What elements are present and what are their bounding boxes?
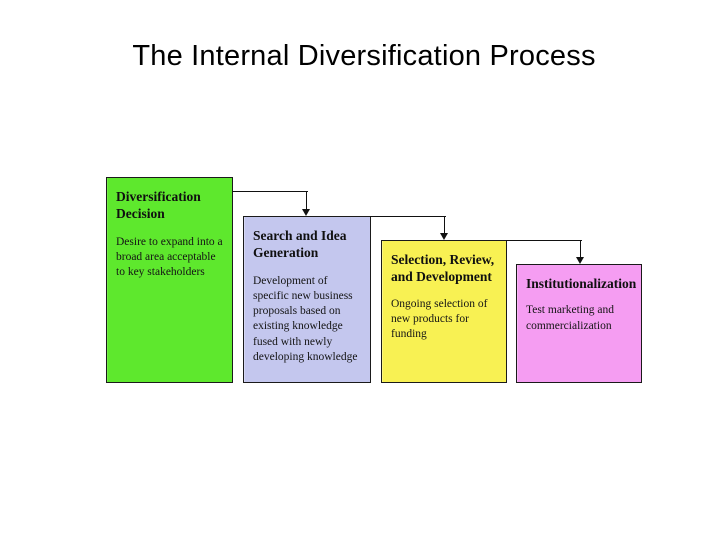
process-stage-search-and-idea-generation[interactable]: Search and Idea Generation Development o… <box>243 216 371 383</box>
connector-vertical-segment <box>580 240 581 258</box>
stage-title: Diversification Decision <box>116 189 201 222</box>
stage-title: Search and Idea Generation <box>253 228 347 261</box>
arrowhead-down-icon <box>440 233 448 240</box>
process-stage-institutionalization[interactable]: Institutionalization Test marketing and … <box>516 264 642 383</box>
connector-vertical-segment <box>306 191 307 210</box>
connector-vertical-segment <box>444 216 445 234</box>
stage-body: Desire to expand into a broad area accep… <box>116 235 223 279</box>
stage-title: Selection, Review, and Development <box>391 252 495 285</box>
stage-title: Institutionalization <box>526 276 637 291</box>
page-title: The Internal Diversification Process <box>132 40 596 72</box>
process-stage-diversification-decision[interactable]: Diversification Decision Desire to expan… <box>106 177 233 383</box>
stage-body: Development of specific new business pro… <box>253 274 358 363</box>
arrowhead-down-icon <box>576 257 584 264</box>
connector-horizontal-segment <box>232 191 308 192</box>
connector-horizontal-segment <box>370 216 446 217</box>
arrowhead-down-icon <box>302 209 310 216</box>
stage-body: Test marketing and commercialization <box>526 304 614 332</box>
process-stage-selection-review-and-development[interactable]: Selection, Review, and Development Ongoi… <box>381 240 507 383</box>
connector-horizontal-segment <box>506 240 582 241</box>
stage-body: Ongoing selection of new products for fu… <box>391 297 488 341</box>
